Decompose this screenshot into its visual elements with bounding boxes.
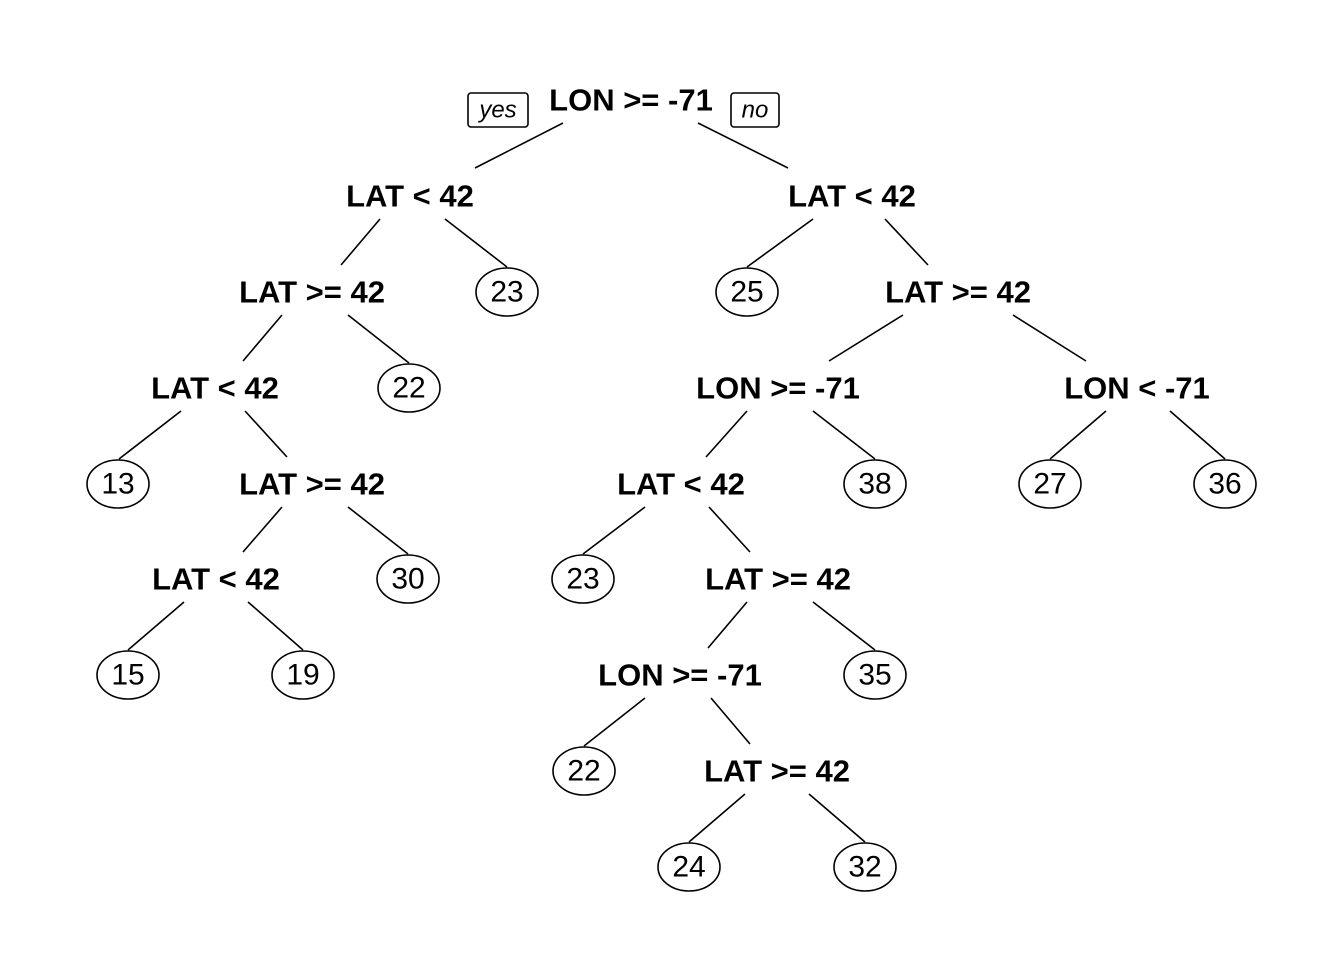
leaf-node-l69: 19 xyxy=(271,650,335,700)
split-node-n7: LAT >= 42 xyxy=(885,275,1031,310)
split-node-n4: LAT >= 42 xyxy=(239,275,385,310)
edge-n17-l35 xyxy=(347,506,409,555)
edge-n15-l30 xyxy=(1049,410,1107,460)
edge-n4-n8 xyxy=(242,314,283,362)
edge-n28-l56 xyxy=(582,506,646,555)
edge-n4-l9 xyxy=(347,314,410,364)
leaf-node-l458: 24 xyxy=(657,842,721,892)
edge-n17-n34 xyxy=(242,506,283,553)
leaf-value: 38 xyxy=(858,468,891,501)
leaf-oval xyxy=(833,842,897,892)
leaf-value: 30 xyxy=(391,563,424,596)
leaf-oval xyxy=(1018,459,1082,509)
branch-direction-labels: yes no xyxy=(467,92,780,128)
leaf-value: 13 xyxy=(101,468,134,501)
edge-n28-n57 xyxy=(708,506,751,553)
leaf-value: 23 xyxy=(566,563,599,596)
leaf-value: 23 xyxy=(490,276,523,309)
leaf-node-l29: 38 xyxy=(843,459,907,509)
edge-root-n2 xyxy=(474,122,564,169)
leaf-oval xyxy=(86,459,150,509)
leaf-node-l16: 13 xyxy=(86,459,150,509)
split-node-n28: LAT < 42 xyxy=(617,467,745,502)
leaf-value: 22 xyxy=(567,755,600,788)
leaf-value: 25 xyxy=(730,276,763,309)
leaf-oval xyxy=(843,650,907,700)
split-node-n114: LON >= -71 xyxy=(598,658,762,693)
leaf-oval xyxy=(271,650,335,700)
leaf-node-l228: 22 xyxy=(552,746,616,796)
leaf-node-l30: 27 xyxy=(1018,459,1082,509)
yes-box xyxy=(467,92,529,128)
leaf-value: 27 xyxy=(1033,468,1066,501)
split-node-n15: LON < -71 xyxy=(1064,371,1210,406)
edge-n2-n4 xyxy=(340,218,381,266)
edge-n34-l69 xyxy=(247,601,304,651)
edge-n2-l5 xyxy=(444,218,508,268)
leaf-oval xyxy=(475,267,539,317)
leaf-oval xyxy=(377,363,441,413)
leaf-value: 22 xyxy=(392,372,425,405)
leaf-value: 24 xyxy=(672,851,705,884)
leaf-node-l9: 22 xyxy=(377,363,441,413)
edge-n7-n14 xyxy=(828,314,904,362)
leaf-oval xyxy=(843,459,907,509)
edge-n57-n114 xyxy=(707,601,748,649)
yes-label: yes xyxy=(477,97,516,124)
leaf-oval xyxy=(715,267,779,317)
split-node-root: LON >= -71 xyxy=(549,83,713,118)
leaf-value: 15 xyxy=(111,659,144,692)
leaf-node-l68: 15 xyxy=(96,650,160,700)
leaf-oval xyxy=(1193,459,1257,509)
leaf-value: 19 xyxy=(286,659,319,692)
leaf-nodes: 23 25 22 13 38 27 36 30 xyxy=(86,267,1257,892)
leaf-node-l35: 30 xyxy=(376,554,440,604)
edge-n229-l459 xyxy=(808,793,866,843)
edge-n114-n229 xyxy=(710,697,751,745)
edge-n3-l6 xyxy=(746,218,814,268)
edge-n14-l29 xyxy=(812,410,876,460)
split-node-n3: LAT < 42 xyxy=(788,179,916,214)
edge-n7-n15 xyxy=(1012,314,1087,362)
no-box xyxy=(730,92,780,128)
edge-n57-l115 xyxy=(812,601,876,651)
split-node-n229: LAT >= 42 xyxy=(704,754,850,789)
leaf-node-l56: 23 xyxy=(551,554,615,604)
edge-n229-l458 xyxy=(688,793,746,843)
leaf-oval xyxy=(552,746,616,796)
leaf-node-l6: 25 xyxy=(715,267,779,317)
edge-n3-n7 xyxy=(884,218,929,266)
leaf-oval xyxy=(551,554,615,604)
edge-root-n3 xyxy=(697,122,789,169)
leaf-oval xyxy=(657,842,721,892)
leaf-node-l5: 23 xyxy=(475,267,539,317)
leaf-value: 35 xyxy=(858,659,891,692)
edge-n114-l228 xyxy=(583,697,646,747)
split-node-n8: LAT < 42 xyxy=(151,371,279,406)
edge-n15-l31 xyxy=(1169,410,1226,460)
leaf-value: 32 xyxy=(848,851,881,884)
leaf-node-l115: 35 xyxy=(843,650,907,700)
edge-n34-l68 xyxy=(127,601,185,651)
no-label: no xyxy=(742,97,769,124)
leaf-oval xyxy=(376,554,440,604)
split-nodes: LON >= -71 LAT < 42 LAT < 42 LAT >= 42 L… xyxy=(151,83,1210,789)
leaf-node-l459: 32 xyxy=(833,842,897,892)
edge-n14-n28 xyxy=(705,410,748,458)
edge-n8-l16 xyxy=(118,410,182,460)
leaf-node-l31: 36 xyxy=(1193,459,1257,509)
tree-edges xyxy=(118,122,1226,843)
split-node-n2: LAT < 42 xyxy=(346,179,474,214)
split-node-n17: LAT >= 42 xyxy=(239,467,385,502)
split-node-n34: LAT < 42 xyxy=(152,562,280,597)
edge-n8-n17 xyxy=(244,410,288,458)
leaf-oval xyxy=(96,650,160,700)
split-node-n14: LON >= -71 xyxy=(696,371,860,406)
split-node-n57: LAT >= 42 xyxy=(705,562,851,597)
leaf-value: 36 xyxy=(1208,468,1241,501)
